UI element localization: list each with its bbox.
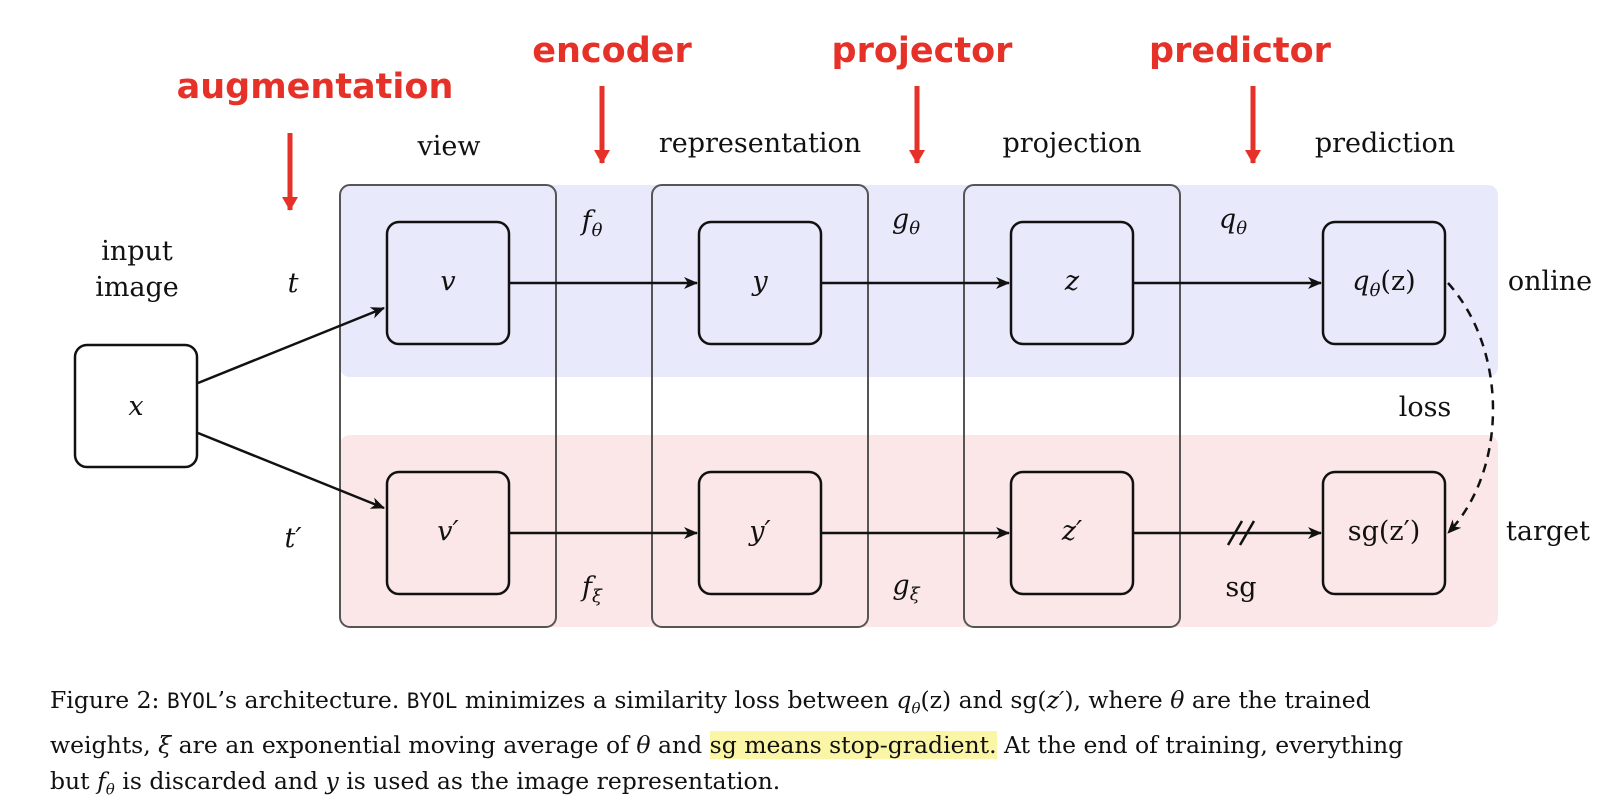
view-column [339,184,557,628]
input-label-line2: image [95,272,179,303]
target-t-label: t′ [285,523,302,554]
online-y-label: y [751,266,768,297]
online-v-label: v [440,266,455,297]
input-to-v-arrow [197,306,385,385]
target-g-xi-label: gξ [892,570,920,605]
input-image-node-label: x [128,391,143,422]
prediction-header: prediction [1315,128,1455,159]
online-v-node [385,220,511,346]
projection-column [963,184,1181,628]
input-image-node [73,343,199,469]
target-sg-node [1321,470,1447,596]
online-prediction-label: qθ(z) [1352,266,1415,301]
figure-caption: Figure 2: BYOL’s architecture. BYOL mini… [50,682,1570,807]
online-band [340,185,1498,377]
augmentation-annotation: augmentation [177,67,454,107]
online-prediction-node [1321,220,1447,346]
target-sg-label: sg(z′) [1348,516,1421,547]
view-header: view [417,131,481,162]
caption-line-1: Figure 2: BYOL’s architecture. BYOL mini… [50,686,1371,718]
projector-annotation: projector [832,31,1014,71]
target-v-prime-node [385,470,511,596]
stop-gradient-mark [1226,520,1256,546]
representation-header: representation [659,128,861,159]
target-band [340,435,1498,627]
target-y-prime-node [697,470,823,596]
input-label-line1: input [101,236,173,267]
online-z-label: z [1064,266,1080,297]
target-y-prime-label: y′ [748,516,770,547]
representation-column [651,184,869,628]
target-row-label: target [1506,516,1590,547]
online-q-theta-label: qθ [1219,204,1247,239]
online-g-theta-label: gθ [892,204,920,239]
stop-gradient-highlight: sg means stop-gradient. [709,730,997,759]
target-f-xi-label: fξ [580,572,603,607]
online-t-label: t [288,268,299,299]
loss-label: loss [1399,392,1452,423]
online-row-label: online [1508,266,1592,297]
target-z-prime-label: z′ [1061,516,1082,547]
input-to-v-prime-arrow [197,431,385,510]
online-z-node [1009,220,1135,346]
target-v-prime-label: v′ [437,516,458,547]
encoder-annotation: encoder [532,31,692,71]
loss-dashed-arrow [1447,282,1495,534]
target-sg-function-label: sg [1225,572,1256,603]
byol-architecture-diagram: augmentation encoder projector predictor… [73,31,1592,628]
projection-header: projection [1002,128,1141,159]
caption-line-3: but fθ is discarded and y is used as the… [50,766,781,799]
caption-line-2: weights, ξ are an exponential moving ave… [50,730,1404,759]
predictor-annotation: predictor [1149,31,1332,71]
online-y-node [697,220,823,346]
target-z-prime-node [1009,470,1135,596]
